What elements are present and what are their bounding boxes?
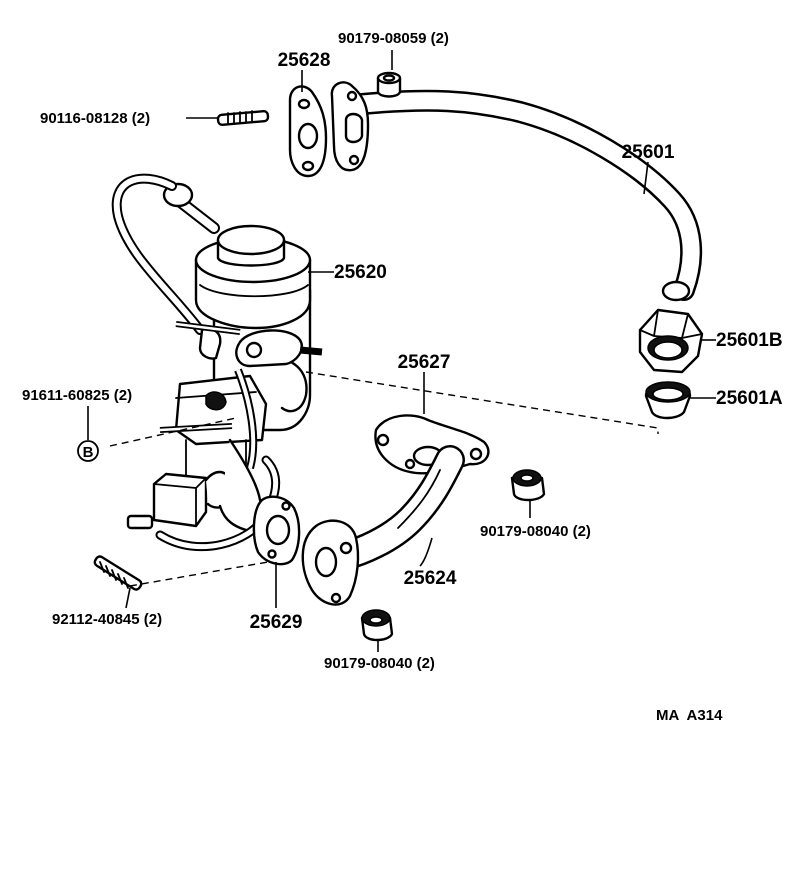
pipe-flange: [330, 81, 370, 172]
label-25628: 25628: [278, 50, 331, 71]
nut-90179-08059: [376, 71, 402, 98]
reference-marker-label: B: [83, 444, 94, 461]
leader-25601: [643, 161, 649, 195]
sleeve-25601A: [644, 381, 692, 420]
stud-90116-08128: [216, 109, 270, 127]
label-25601: 25601: [622, 142, 675, 163]
egr-pipe-25624: [301, 414, 490, 606]
leader-25624: [419, 537, 433, 567]
label-25627: 25627: [398, 352, 451, 373]
stud-92112-40845: [93, 555, 143, 591]
label-25629: 25629: [250, 612, 303, 633]
gasket-25629: [252, 495, 301, 566]
label-25601A: 25601A: [716, 388, 783, 409]
leader-92112-40845: [125, 587, 131, 609]
label-90179-08059: 90179-08059 (2): [338, 30, 449, 47]
alignment-line-stud: [129, 561, 269, 587]
label-90179-08040-bottom: 90179-08040 (2): [324, 655, 435, 672]
label-90116-08128: 90116-08128 (2): [40, 110, 150, 127]
nut-90179-08040-right: [510, 469, 546, 502]
label-25620: 25620: [334, 262, 387, 283]
egr-pipe-25601: [351, 89, 703, 302]
label-90179-08040-right: 90179-08040 (2): [480, 523, 591, 540]
egr-valve-25620: [111, 173, 323, 432]
gasket-25628: [288, 85, 328, 178]
label-25624: 25624: [404, 568, 457, 589]
reference-marker-b: B: [77, 440, 99, 462]
label-91611-60825: 91611-60825 (2): [22, 387, 132, 404]
union-nut-25601B: [638, 308, 704, 374]
nut-90179-08040-bottom: [360, 609, 394, 642]
diagram-code: MA A314: [656, 707, 723, 724]
label-92112-40845: 92112-40845 (2): [52, 611, 162, 628]
alignment-line-bolt: [109, 417, 237, 447]
label-25601B: 25601B: [716, 330, 783, 351]
alignment-line-pipe: [305, 371, 659, 434]
